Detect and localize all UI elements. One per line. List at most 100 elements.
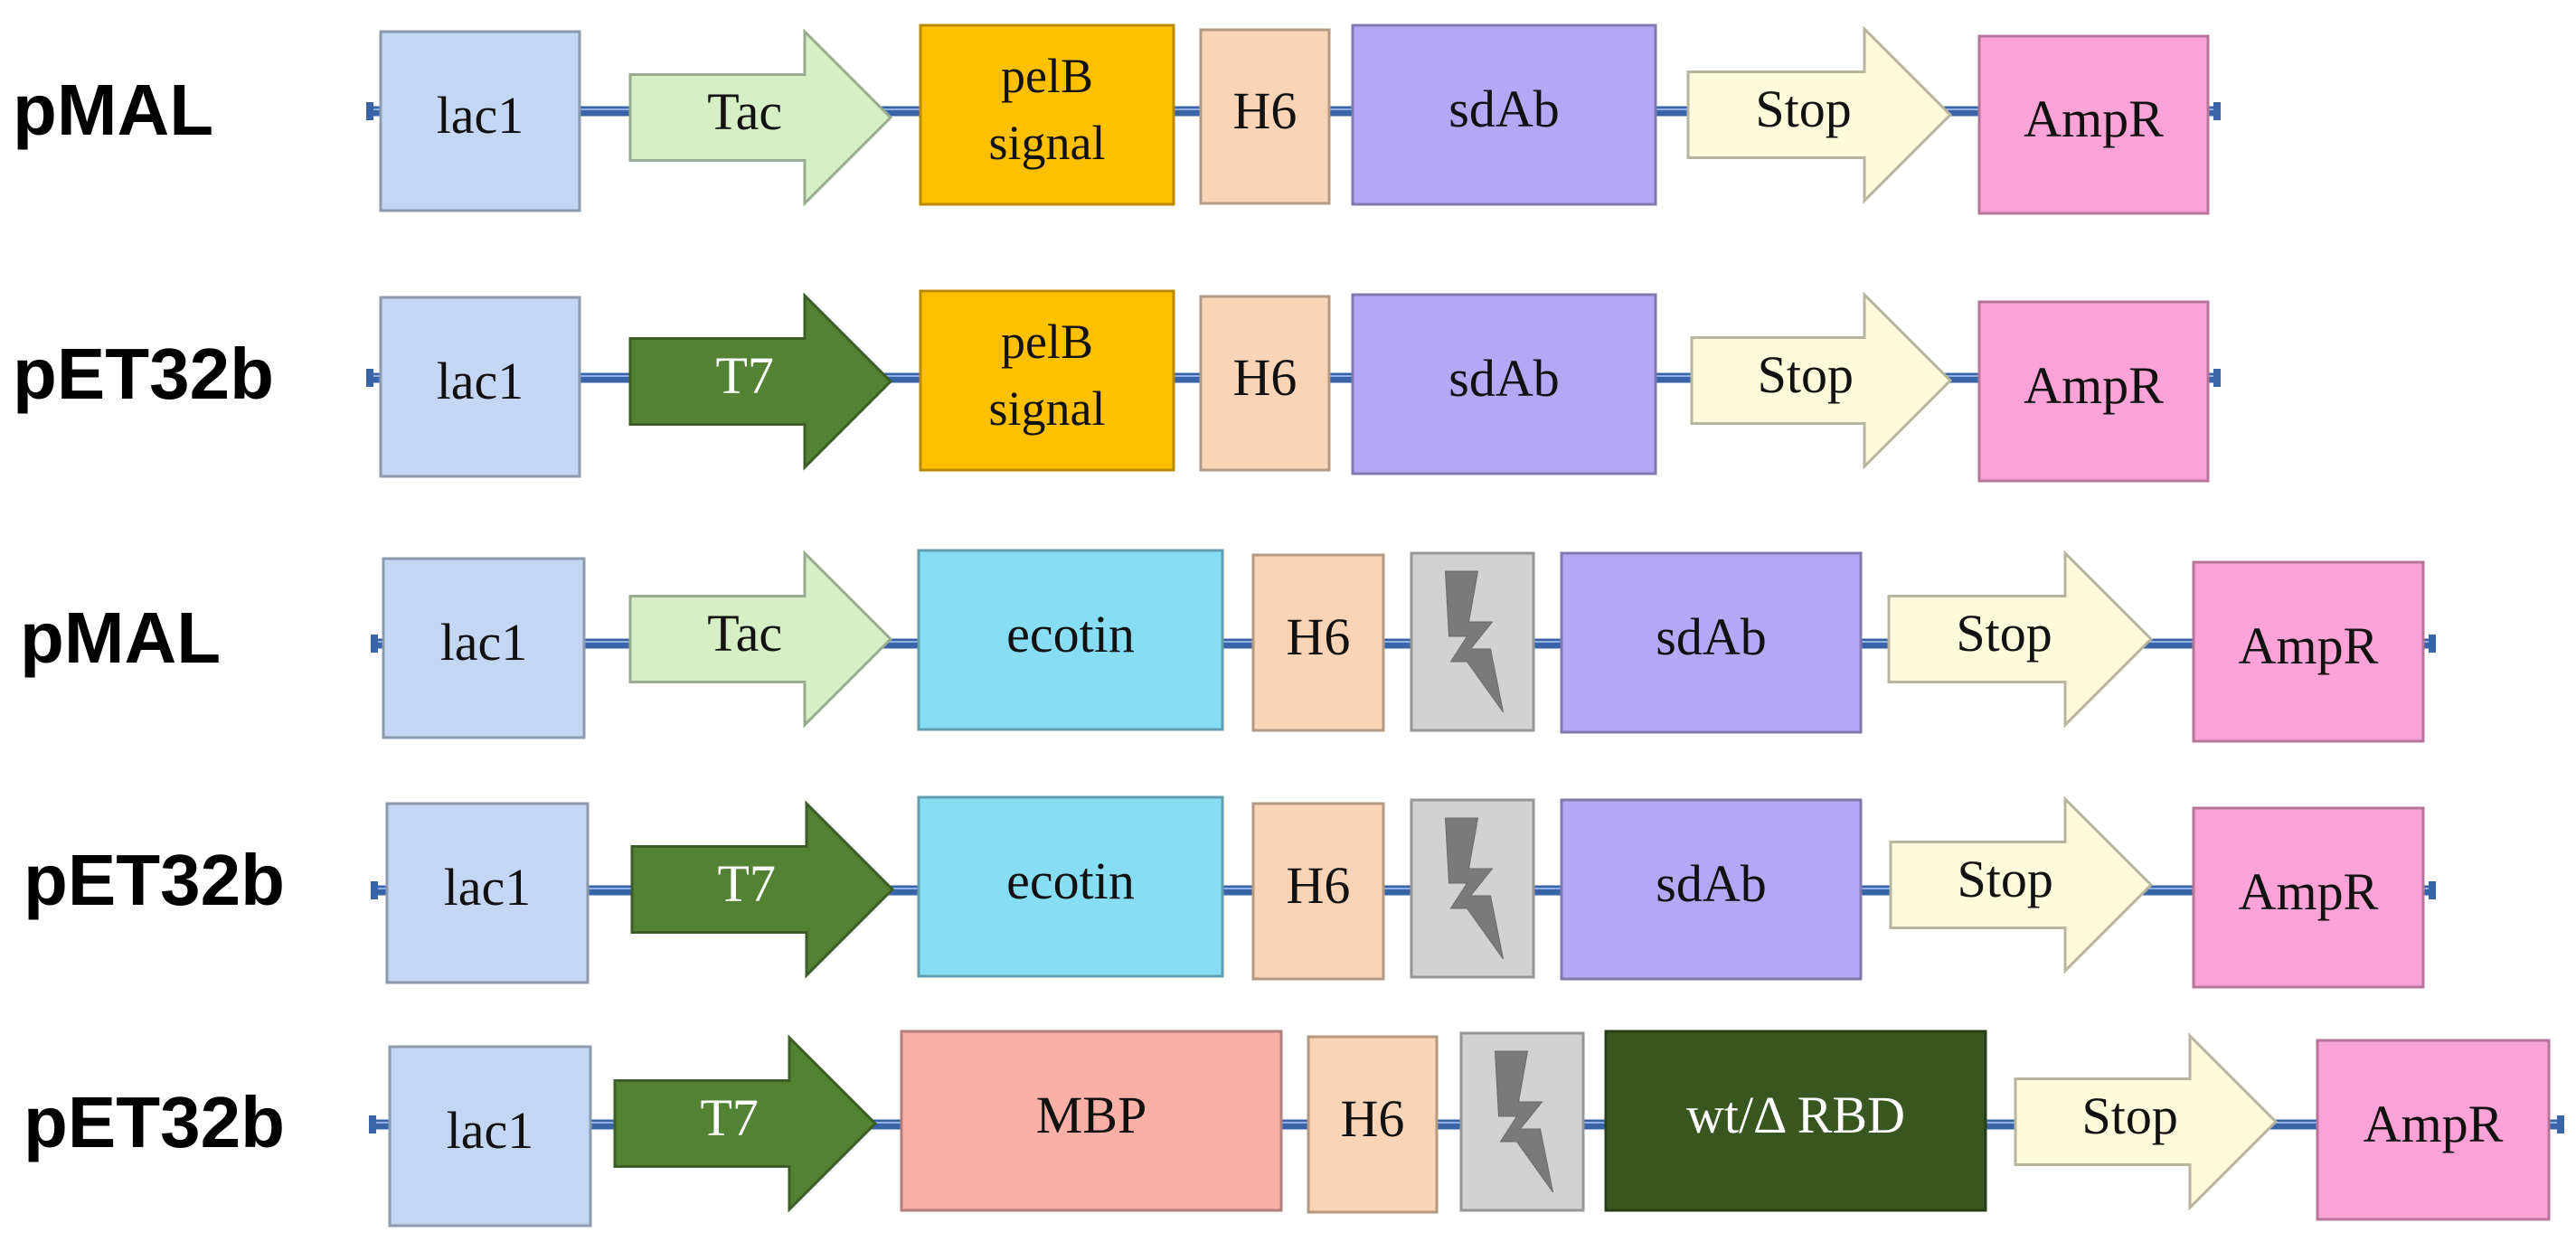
element-box bbox=[919, 289, 1175, 472]
element-label-line: sdAb bbox=[1448, 349, 1559, 408]
element-label: Tac bbox=[707, 82, 782, 141]
element-box bbox=[385, 802, 590, 984]
element-label-line: AmpR bbox=[2239, 616, 2379, 675]
element-ecotin: ecotin bbox=[917, 549, 1224, 731]
element-sdab: sdAb bbox=[1351, 24, 1657, 206]
element-label: lac1 bbox=[437, 86, 524, 145]
element-h6: H6 bbox=[1307, 1035, 1439, 1214]
element-label-line: lac1 bbox=[444, 858, 532, 917]
construct-name: pET32b bbox=[24, 1082, 285, 1162]
lightning-bolt-icon bbox=[1444, 817, 1504, 960]
element-sdab: sdAb bbox=[1560, 798, 1863, 981]
element-label-line: sdAb bbox=[1656, 607, 1766, 666]
element-label: Stop bbox=[1958, 850, 2053, 908]
element-box bbox=[1199, 28, 1331, 205]
backbone-end-cap bbox=[2429, 635, 2436, 653]
element-t7: T7 bbox=[630, 800, 895, 979]
element-label: Tac bbox=[707, 604, 782, 663]
element-t7: T7 bbox=[628, 292, 893, 471]
element-label-line: ecotin bbox=[1006, 851, 1135, 910]
element-label-line: T7 bbox=[716, 346, 774, 405]
promoter-arrow bbox=[1686, 25, 1953, 204]
element-box bbox=[1351, 24, 1657, 206]
element-box bbox=[379, 296, 581, 478]
element-label-line: H6 bbox=[1287, 856, 1351, 915]
element-label-line: MBP bbox=[1036, 1086, 1147, 1144]
backbone-end-cap bbox=[371, 635, 378, 653]
element-label: T7 bbox=[701, 1088, 759, 1147]
element-h6: H6 bbox=[1199, 28, 1331, 205]
promoter-arrow bbox=[1690, 291, 1953, 470]
backbone-end-cap bbox=[369, 1115, 376, 1133]
element-box bbox=[382, 557, 586, 739]
backbone-end-cap bbox=[366, 102, 373, 120]
element-box bbox=[917, 549, 1224, 731]
element-label: sdAb bbox=[1656, 607, 1766, 666]
element-box bbox=[1560, 551, 1863, 734]
element-box bbox=[2192, 560, 2425, 743]
element-label-line: sdAb bbox=[1656, 854, 1766, 913]
element-label: Stop bbox=[1758, 345, 1854, 404]
element-label-line: AmpR bbox=[2024, 356, 2164, 415]
promoter-arrow bbox=[628, 292, 893, 471]
element-label: H6 bbox=[1233, 81, 1297, 140]
element-rbd: wt/Δ RBD bbox=[1604, 1030, 1987, 1212]
element-stop: Stop bbox=[1690, 291, 1953, 470]
element-label: AmpR bbox=[2239, 616, 2379, 675]
element-box bbox=[1977, 34, 2210, 215]
element-box bbox=[1199, 295, 1331, 472]
element-box bbox=[1351, 293, 1657, 475]
element-label-line: AmpR bbox=[2364, 1095, 2504, 1153]
backbone-end-cap bbox=[2429, 881, 2436, 899]
element-box bbox=[1604, 1030, 1987, 1212]
element-label-line: Tac bbox=[707, 604, 782, 663]
element-label: AmpR bbox=[2239, 862, 2379, 921]
element-label: T7 bbox=[716, 346, 774, 405]
element-label: wt/Δ RBD bbox=[1686, 1086, 1905, 1144]
element-box bbox=[900, 1030, 1283, 1212]
element-sdab: sdAb bbox=[1351, 293, 1657, 475]
element-label-line: lac1 bbox=[447, 1101, 534, 1160]
element-box bbox=[1307, 1035, 1439, 1214]
element-box bbox=[1251, 802, 1385, 981]
element-label: MBP bbox=[1036, 1086, 1147, 1144]
element-label: lac1 bbox=[444, 858, 532, 917]
element-ampr: AmpR bbox=[1977, 300, 2210, 483]
element-label-line: lac1 bbox=[440, 613, 528, 672]
element-label: AmpR bbox=[2364, 1095, 2504, 1153]
element-stop: Stop bbox=[2014, 1032, 2279, 1211]
element-label: Stop bbox=[1956, 604, 2052, 663]
element-box bbox=[2192, 806, 2425, 989]
element-label: H6 bbox=[1287, 607, 1351, 666]
element-label-line: sdAb bbox=[1448, 80, 1559, 138]
element-label: AmpR bbox=[2024, 89, 2164, 148]
element-h6: H6 bbox=[1251, 553, 1385, 732]
element-label: lac1 bbox=[440, 613, 528, 672]
promoter-arrow bbox=[2014, 1032, 2279, 1211]
element-label: sdAb bbox=[1448, 349, 1559, 408]
element-tac: Tac bbox=[628, 28, 893, 207]
element-label: AmpR bbox=[2024, 356, 2164, 415]
element-label: H6 bbox=[1287, 856, 1351, 915]
element-box bbox=[1251, 553, 1385, 732]
element-label: ecotin bbox=[1006, 605, 1135, 663]
element-label-line: H6 bbox=[1233, 81, 1297, 140]
element-label: H6 bbox=[1341, 1089, 1405, 1148]
promoter-arrow bbox=[1887, 550, 2154, 729]
element-ampr: AmpR bbox=[2316, 1039, 2551, 1221]
element-label-line: pelB bbox=[1001, 315, 1093, 369]
element-label-line: AmpR bbox=[2239, 862, 2379, 921]
element-label: lac1 bbox=[447, 1101, 534, 1160]
promoter-arrow bbox=[630, 800, 895, 979]
element-t7: T7 bbox=[613, 1034, 878, 1213]
element-label-line: H6 bbox=[1287, 607, 1351, 666]
element-label-line: Tac bbox=[707, 82, 782, 141]
element-ecotin: ecotin bbox=[917, 795, 1224, 978]
